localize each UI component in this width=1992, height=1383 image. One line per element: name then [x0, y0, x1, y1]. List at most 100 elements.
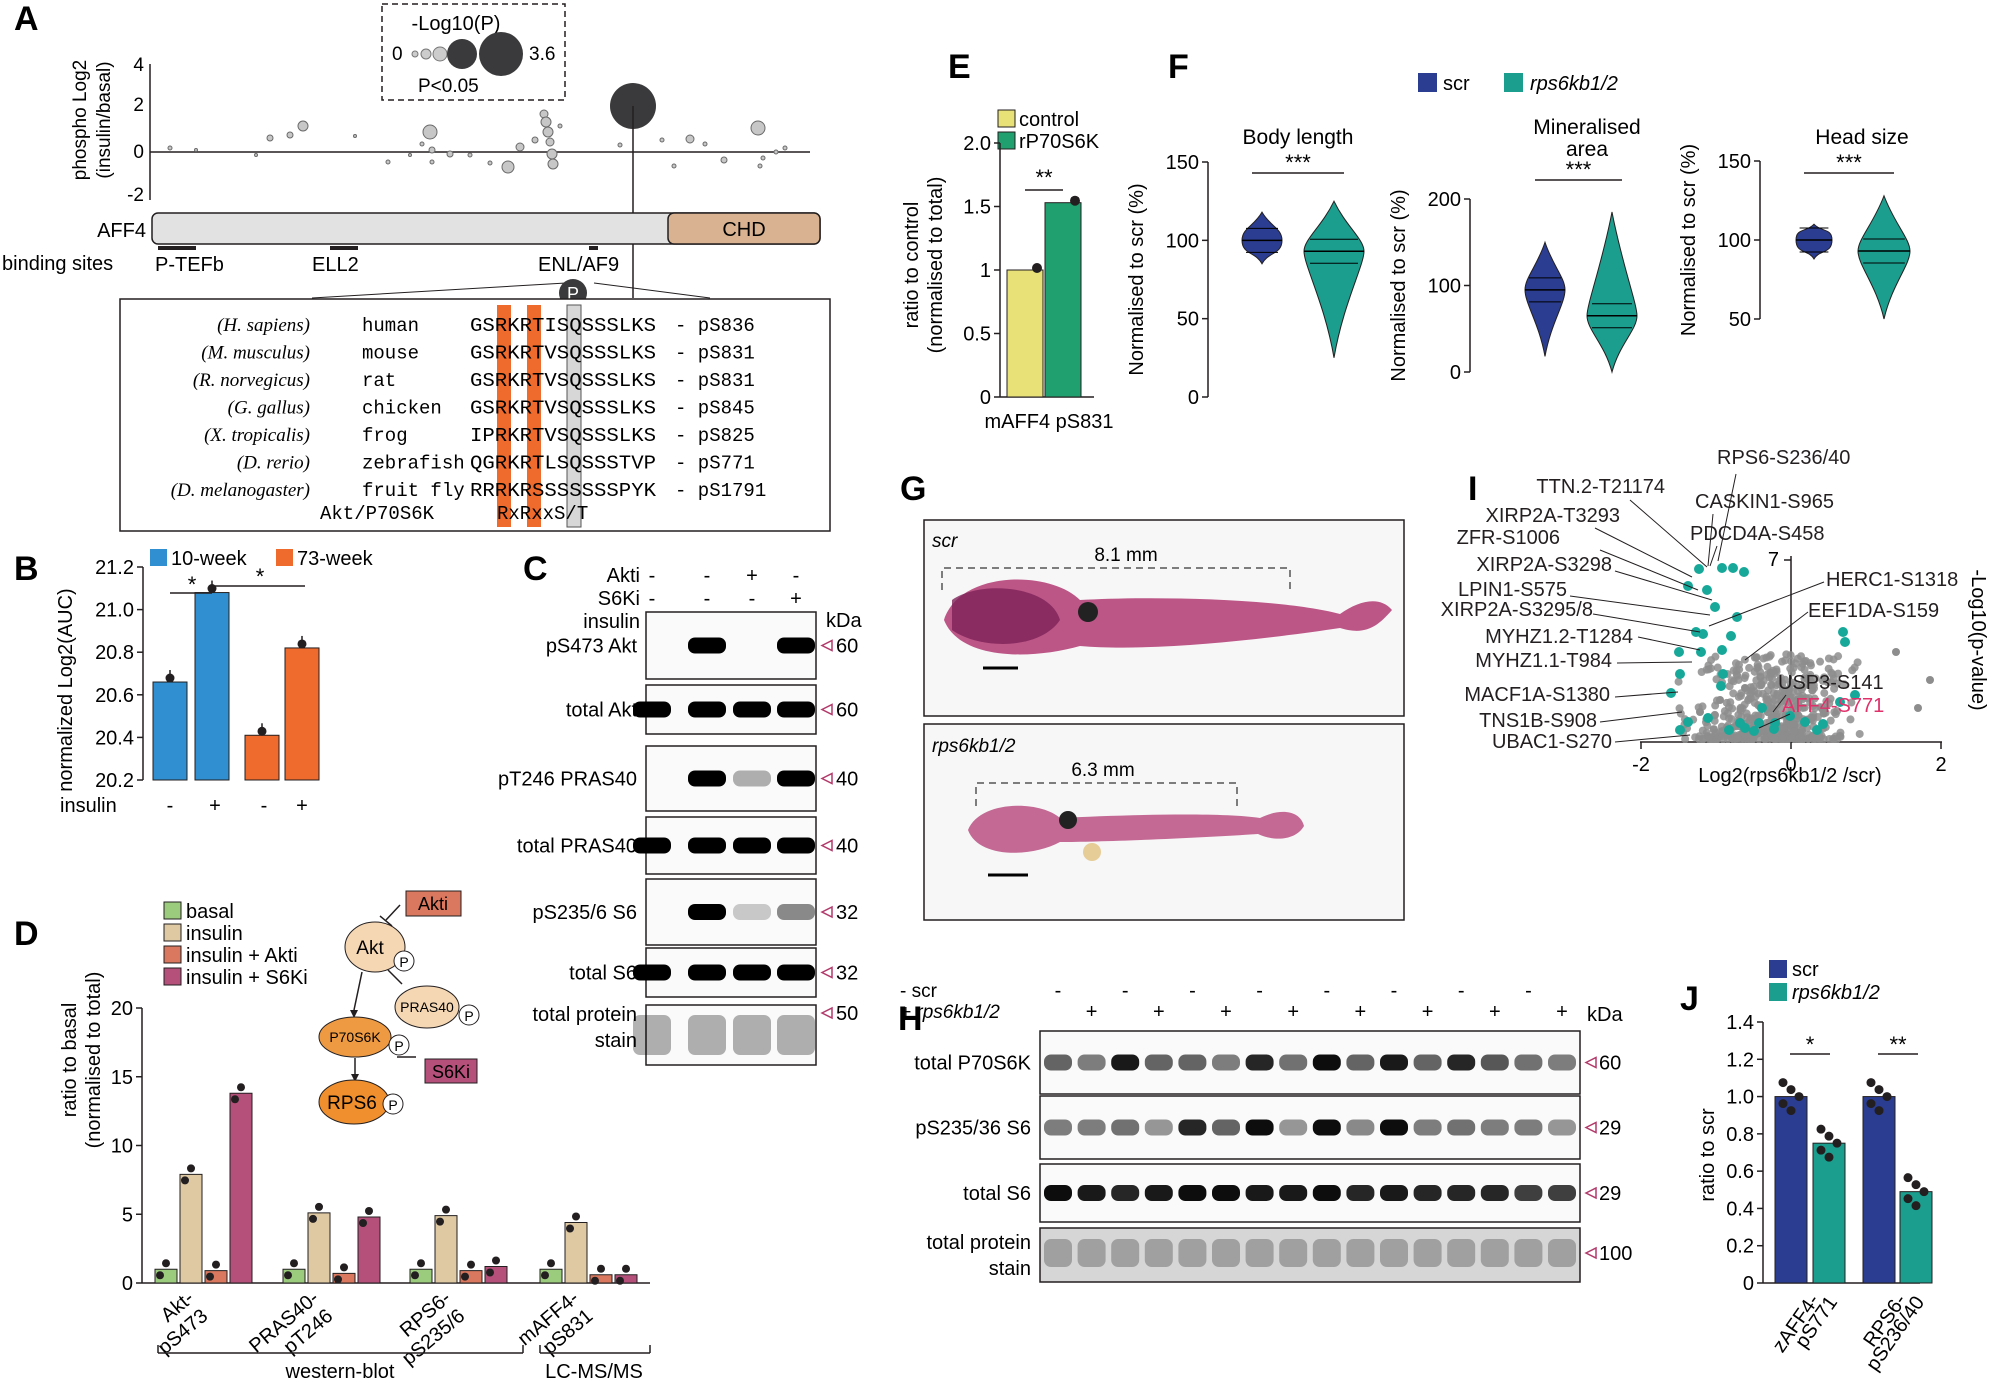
phosphosite-label: PDCD4A-S458	[1690, 523, 1825, 545]
violin-shape	[1857, 194, 1911, 320]
alignment-species: (X. tropicalis)	[204, 425, 310, 446]
phospho-site-dot	[515, 142, 525, 152]
blot-band	[1480, 1119, 1509, 1136]
alignment-species: (G. gallus)	[228, 398, 310, 419]
volcano-point	[1719, 712, 1728, 721]
panel-b-ytick-label: 20.4	[95, 727, 134, 749]
kda-value: 29	[1599, 1183, 1621, 1205]
data-point	[1919, 1187, 1929, 1197]
panel-j-ytick-label: 0	[1743, 1273, 1754, 1295]
volcano-point	[1800, 665, 1809, 674]
blot-band	[1144, 1239, 1173, 1267]
panel-d-ytick-label: 15	[111, 1067, 133, 1089]
treatment-sign: +	[746, 565, 758, 587]
blot-band	[1346, 1054, 1375, 1071]
blot-band	[1245, 1185, 1274, 1201]
data-point	[231, 1095, 239, 1104]
blot-band	[1480, 1239, 1509, 1267]
violin-shape	[1303, 200, 1365, 358]
panel-letter-b: B	[14, 550, 39, 588]
volcano-hit	[1683, 717, 1693, 727]
blot-band	[1346, 1239, 1375, 1267]
blot-band	[1447, 1239, 1476, 1267]
lane-sign: +	[1153, 1001, 1165, 1023]
phospho-site-dot	[617, 142, 623, 148]
legend-swatch-control	[997, 109, 1016, 128]
blot-band	[1548, 1239, 1576, 1267]
panel-j-legend-kd: rps6kb1/2	[1792, 982, 1880, 1004]
blot-band	[1044, 1119, 1072, 1136]
legend-label: basal	[186, 901, 234, 923]
inhibition-line	[385, 904, 401, 921]
panel-b-ylabel: normalized Log2(AUC)	[55, 588, 77, 791]
phospho-site-dot	[546, 148, 558, 160]
data-point	[486, 1268, 494, 1277]
phospho-p-label: P	[388, 1097, 397, 1113]
volcano-point	[1789, 687, 1798, 696]
alignment-sequence: IPRKRTVSQSSSLKS	[470, 425, 656, 447]
legend-swatch-73-week	[276, 549, 293, 566]
volcano-point	[1815, 734, 1824, 743]
volcano-hit	[1749, 726, 1759, 736]
panel-j-ytick-label: 0.8	[1726, 1124, 1754, 1146]
volcano-hit	[1739, 567, 1749, 577]
legend-rp70s6k: rP70S6K	[1019, 131, 1100, 153]
blot-band	[733, 701, 771, 718]
data-point	[1866, 1099, 1876, 1109]
volcano-point	[1798, 732, 1807, 741]
data-point	[461, 1272, 469, 1281]
phospho-site-dot	[254, 153, 258, 157]
lane-sign: +	[1355, 1001, 1367, 1023]
treatment-label: insulin	[583, 611, 640, 633]
volcano-point	[1914, 704, 1922, 712]
volcano-point	[1806, 670, 1815, 679]
panel-j-bar	[1862, 1096, 1896, 1284]
lane-sign: -	[1525, 980, 1532, 1002]
panel-a-phospho-dots	[167, 109, 788, 174]
volcano-xtick-label: 0	[1785, 754, 1796, 776]
phosphosite-label: LPIN1-S575	[1458, 579, 1567, 601]
phospho-site-dot	[167, 145, 173, 151]
binding-sites-label: binding sites	[2, 253, 113, 275]
volcano-point	[1824, 654, 1833, 663]
blot-band	[1514, 1054, 1543, 1071]
blot-band	[777, 637, 815, 654]
data-point	[591, 1276, 599, 1285]
panel-b-bar	[244, 734, 280, 781]
phosphosite-label: TNS1B-S908	[1479, 710, 1597, 732]
scr-fish-eye	[1078, 602, 1098, 622]
data-point	[1903, 1173, 1913, 1183]
phospho-p-label: P	[394, 1038, 403, 1054]
blot-band	[1178, 1239, 1207, 1267]
scr-length: 8.1 mm	[1094, 545, 1157, 566]
blot-band	[1144, 1119, 1173, 1136]
insulin-sign: -	[167, 795, 174, 817]
panel-d-bar	[589, 1274, 613, 1284]
sig-marker: *	[188, 572, 197, 597]
blot-label: stain	[989, 1258, 1031, 1280]
blot-band	[1144, 1185, 1173, 1201]
data-point	[297, 639, 307, 649]
blot-band	[1548, 1119, 1576, 1136]
pras40-node-label: PRAS40	[400, 999, 454, 1015]
blot-label: pS235/6 S6	[532, 902, 637, 924]
label-leader	[1616, 661, 1693, 664]
panel-e-ytick-label: 1	[980, 260, 991, 282]
blot-band	[1111, 1119, 1140, 1136]
kda-marker	[820, 772, 833, 785]
data-point	[257, 726, 267, 736]
binding-site-p-tefb: P-TEFb	[155, 254, 224, 276]
blot-band	[1111, 1239, 1140, 1267]
phosphosite-label: USP3-S141	[1778, 672, 1884, 694]
violin-ytick-label: 150	[1718, 151, 1751, 173]
volcano-point	[1691, 733, 1700, 742]
volcano-point	[1707, 656, 1716, 665]
phospho-site-dot	[385, 159, 391, 165]
phospho-site-dot	[782, 145, 788, 151]
phospho-p-icon	[458, 1004, 480, 1026]
bracket-western-blot: western-blot	[285, 1361, 395, 1383]
panel-d-bar	[229, 1092, 253, 1284]
